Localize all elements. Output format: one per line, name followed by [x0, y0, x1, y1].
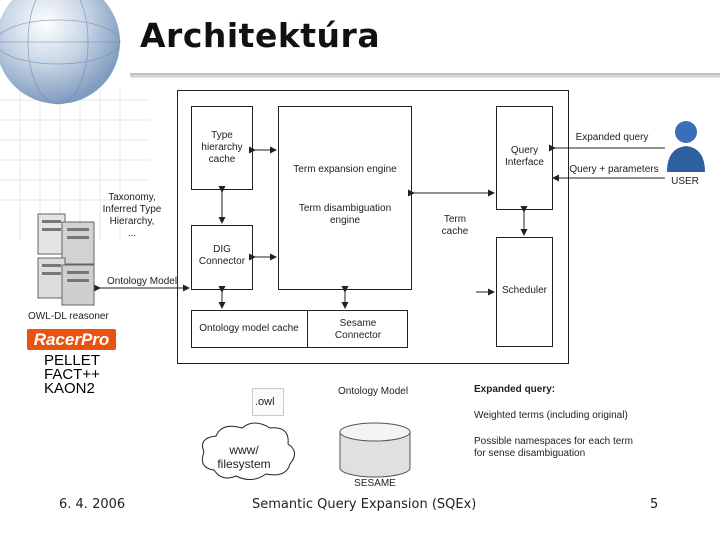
owl-file-icon — [252, 388, 284, 416]
reasoner-fact: FACT++ — [44, 366, 100, 383]
namespaces-note: Possible namespaces for each term for se… — [474, 436, 633, 459]
footer-title: Semantic Query Expansion (SQEx) — [252, 497, 477, 512]
type-hierarchy-cache-label: Type hierarchy cache — [201, 130, 243, 165]
ontology-cache-box — [191, 310, 408, 348]
www-filesystem-label: www/ filesystem — [217, 443, 271, 471]
www-cloud-shape — [201, 422, 295, 480]
page-title: Architektúra — [140, 16, 381, 55]
weighted-terms-note: Weighted terms (including original) — [474, 410, 628, 421]
user-label: USER — [671, 176, 699, 187]
racerpro-logo: RacerPro — [27, 329, 116, 350]
term-expansion-engine-label: Term expansion engine — [293, 164, 397, 175]
expanded-query-arrow-label: Expanded query — [575, 132, 649, 143]
type-hierarchy-cache-box — [191, 106, 253, 190]
term-disambiguation-engine-label: Term disambiguation engine — [298, 203, 392, 226]
query-params-arrow-label: Query + parameters — [569, 164, 659, 175]
sesame-connector-label: Sesame Connector — [334, 318, 382, 341]
owl-dl-reasoner-label: OWL-DL reasoner — [28, 311, 109, 322]
query-interface-label: Query Interface — [505, 145, 544, 168]
scheduler-box — [496, 237, 553, 347]
globe-decoration — [0, 0, 150, 240]
sesame-database-icon — [339, 422, 411, 478]
sesame-label: SESAME — [354, 478, 396, 489]
expanded-query-heading: Expanded query: — [474, 384, 556, 395]
footer-date: 6. 4. 2006 — [59, 497, 126, 512]
reasoner-kaon2: KAON2 — [44, 380, 95, 397]
title-divider — [130, 73, 720, 78]
ontology-model-label: Ontology Model — [338, 386, 409, 397]
scheduler-label: Scheduler — [501, 285, 548, 296]
page-number: 5 — [650, 497, 659, 512]
owl-file-label: .owl — [255, 396, 275, 408]
term-engine-box — [278, 106, 412, 290]
user-person-icon — [667, 121, 705, 172]
term-cache-label: Term cache — [441, 214, 469, 237]
taxonomy-note: Taxonomy, Inferred Type Hierarchy, ... — [102, 192, 162, 239]
query-interface-box — [496, 106, 553, 210]
ontology-model-cache-label: Ontology model cache — [199, 323, 299, 334]
server-stack-icon — [37, 213, 95, 306]
dig-connector-label: DIG Connector — [198, 244, 246, 267]
reasoner-pellet: PELLET — [44, 352, 100, 369]
ontology-model-arrow-label: Ontology Model — [107, 276, 178, 287]
ontology-cache-divider — [307, 310, 308, 348]
